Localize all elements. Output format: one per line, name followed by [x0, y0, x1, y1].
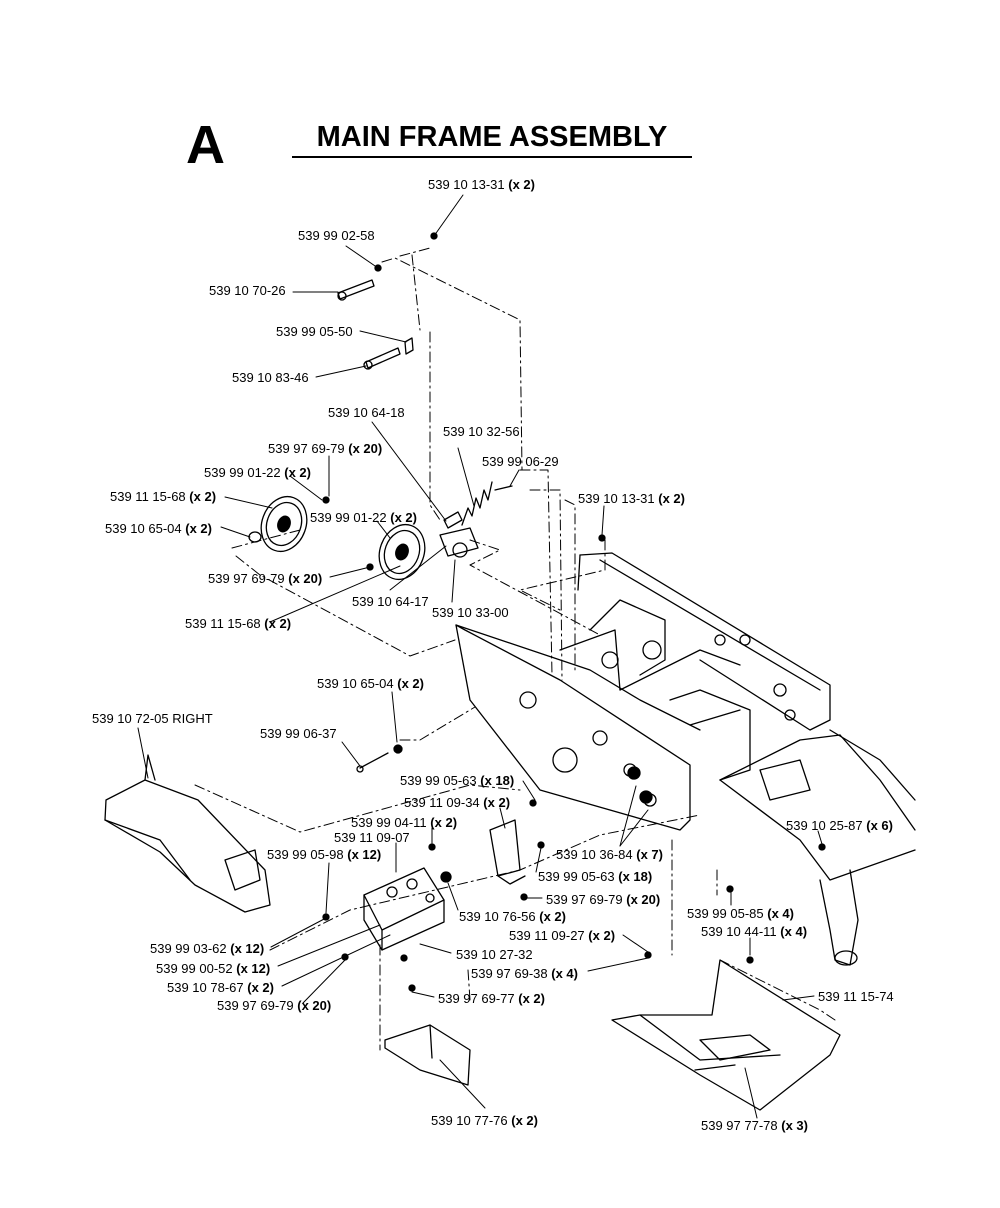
part-callout: 539 10 13-31 (x 2): [428, 177, 535, 192]
part-callout: 539 11 15-68 (x 2): [185, 616, 292, 631]
tension-spring: [461, 481, 493, 526]
part-callout: 539 10 25-87 (x 6): [786, 818, 893, 833]
idler-arm: [439, 511, 479, 558]
part-callout: 539 99 06-29: [482, 454, 559, 469]
section-letter: A: [186, 115, 225, 175]
part-callout: 539 11 09-27 (x 2): [509, 928, 616, 943]
part-callout: 539 11 15-74: [818, 989, 894, 1004]
part-callout: 539 99 04-11 (x 2): [351, 815, 458, 830]
part-callout: 539 10 77-76 (x 2): [431, 1113, 538, 1128]
part-callout: 539 99 01-22 (x 2): [310, 510, 417, 525]
bracket-small: [489, 819, 526, 885]
part-callout: 539 99 05-85 (x 4): [687, 906, 794, 921]
part-callout: 539 97 77-78 (x 3): [701, 1118, 808, 1133]
page-title: MAIN FRAME ASSEMBLY: [292, 121, 692, 158]
part-callout: 539 11 09-07: [334, 830, 410, 845]
part-callout: 539 97 69-79 (x 20): [217, 998, 332, 1013]
part-callout: 539 97 69-79 (x 20): [546, 892, 661, 907]
main-frame: [455, 552, 916, 966]
part-callout: 539 10 32-56: [443, 424, 520, 439]
part-callout: 539 97 69-79 (x 20): [208, 571, 323, 586]
part-callout: 539 99 03-62 (x 12): [150, 941, 265, 956]
part-callout: 539 11 09-34 (x 2): [404, 795, 511, 810]
part-callout: 539 10 78-67 (x 2): [167, 980, 274, 995]
part-callout: 539 99 05-98 (x 12): [267, 847, 382, 862]
idler-pulley-left: [248, 495, 308, 553]
leader-lines: [137, 194, 823, 1119]
part-callout: 539 97 69-79 (x 20): [268, 441, 383, 456]
idler-pulley-right: [378, 523, 426, 581]
part-callout: 539 10 33-00: [432, 605, 509, 620]
part-callout: 539 10 65-04 (x 2): [317, 676, 424, 691]
part-callout: 539 99 05-50: [276, 324, 353, 339]
part-callout: 539 10 70-26: [209, 283, 286, 298]
part-callout: 539 97 69-77 (x 2): [438, 991, 545, 1006]
part-callout: 539 10 72-05 RIGHT: [92, 711, 213, 726]
part-callout: 539 10 13-31 (x 2): [578, 491, 685, 506]
part-callout: 539 97 69-38 (x 4): [471, 966, 578, 981]
part-callout: 539 11 15-68 (x 2): [110, 489, 217, 504]
part-callout: 539 99 06-37: [260, 726, 337, 741]
part-callout: 539 99 00-52 (x 12): [156, 961, 271, 976]
part-callout: 539 10 36-84 (x 7): [556, 847, 663, 862]
part-callout: 539 99 01-22 (x 2): [204, 465, 311, 480]
part-callout: 539 10 65-04 (x 2): [105, 521, 212, 536]
part-callout: 539 10 64-17: [352, 594, 429, 609]
part-callout: 539 10 83-46: [232, 370, 309, 385]
cover-plate: [384, 1024, 471, 1086]
part-callout: 539 10 44-11 (x 4): [701, 924, 808, 939]
part-callout: 539 99 05-63 (x 18): [400, 773, 515, 788]
mount-bracket: [363, 867, 445, 951]
part-callout: 539 10 76-56 (x 2): [459, 909, 566, 924]
part-callout: 539 99 05-63 (x 18): [538, 869, 653, 884]
part-callout: 539 10 27-32: [456, 947, 533, 962]
part-callout: 539 99 02-58: [298, 228, 375, 243]
floor-pan: [611, 959, 841, 1111]
hardware-bolts: [337, 279, 513, 773]
part-callout: 539 10 64-18: [328, 405, 405, 420]
fender-right: [104, 754, 271, 913]
